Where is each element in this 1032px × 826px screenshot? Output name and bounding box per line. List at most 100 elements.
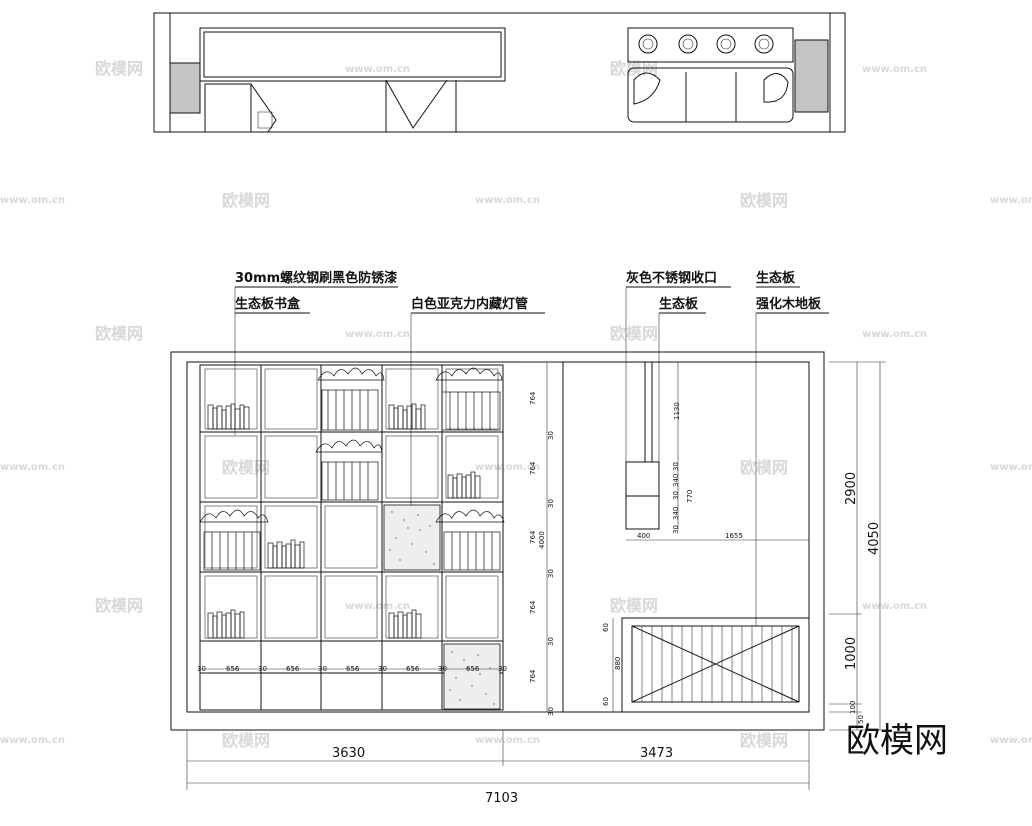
watermark-url: www.om.cn: [0, 462, 65, 473]
dim-row-height: 30: [547, 707, 555, 716]
dim-height-lower: 1000: [844, 637, 859, 670]
plan-doorway: [385, 80, 457, 133]
dim-box-width: 400: [637, 532, 650, 540]
watermark-brand: 欧模网: [740, 191, 788, 210]
plant: [315, 439, 383, 501]
dim-box-part: 30: [672, 525, 680, 534]
dim-cell-width: 30: [197, 665, 206, 673]
dim-cell-width: 656: [346, 665, 360, 673]
plan-cushion: [763, 73, 789, 103]
dim-cell-width: 656: [406, 665, 420, 673]
watermark-brand: 欧模网: [95, 59, 143, 78]
dim-cabinet-part: 880: [614, 657, 622, 670]
label-laminate-floor: 强化木地板: [756, 296, 822, 312]
watermark-url: www.om.cn: [345, 64, 410, 75]
label-eco-board-right: 生态板: [756, 270, 796, 286]
watermark-brand: 欧模网: [95, 324, 143, 343]
watermark-url: www.om.cn: [0, 195, 65, 206]
cabinet-slats: [641, 626, 793, 702]
dim-cabinet-part: 60: [602, 623, 610, 632]
dim-height-total: 4050: [867, 522, 882, 555]
acrylic-panel: [443, 643, 501, 710]
dim-cell-width: 30: [438, 665, 447, 673]
dim-row-height: 764: [529, 391, 537, 405]
low-cabinet: 60 880 60: [602, 617, 810, 713]
plan-column-right: [794, 39, 829, 113]
wall-outer: [170, 351, 825, 731]
dim-box-part: 30: [672, 462, 680, 471]
watermark-brand: 欧模网: [740, 458, 788, 477]
plan-sofa: [627, 67, 794, 123]
plan-cabinet: [204, 83, 252, 133]
watermark-brand: 欧模网: [610, 324, 658, 343]
bookshelf: [199, 364, 505, 711]
annotation-labels: 30mm螺纹钢刷黑色防锈漆 生态板书盒 白色亚克力内藏灯管 灰色不锈钢收口 生态…: [234, 270, 829, 626]
dim-row-height: 764: [529, 600, 537, 614]
plan-side-table: [627, 27, 794, 63]
dim-box-height: 1130: [673, 402, 681, 420]
speckle-pattern: [389, 511, 495, 705]
shelf-height-dims: 764 30 764 30 764 30 764 30 764 30 4000: [522, 361, 560, 716]
acrylic-panel: [383, 504, 441, 571]
plan-desk-inner: [203, 31, 502, 78]
dim-total-width: 7103: [485, 791, 518, 806]
dim-row-height: 30: [547, 637, 555, 646]
plant-pots: [199, 367, 505, 571]
dim-cell-width: 656: [286, 665, 300, 673]
bookshelf-frame: [199, 364, 504, 711]
dim-row-height: 764: [529, 461, 537, 475]
watermark-url: www.om.cn: [0, 735, 65, 746]
plan-plant-pots: [638, 34, 774, 54]
plant: [317, 367, 385, 431]
dim-height-upper: 2900: [844, 472, 859, 505]
books: [207, 403, 481, 639]
plant: [435, 367, 503, 431]
shelf-width-dims: 30 656 30 656 30 656 30 656 30 656 30: [197, 665, 507, 673]
watermark-url: www.om.cn: [862, 64, 927, 75]
brand-logo: 欧模网: [846, 721, 948, 761]
watermark-url: www.om.cn: [862, 329, 927, 340]
dim-height-small: 100: [849, 701, 857, 714]
plan-desk: [199, 27, 506, 82]
plan-outline: [153, 12, 846, 133]
dim-cell-width: 30: [498, 665, 507, 673]
watermark-brand: 欧模网: [222, 191, 270, 210]
label-eco-board-mid: 生态板: [659, 296, 699, 312]
plan-column-left: [169, 62, 201, 114]
watermark-url: www.om.cn: [475, 735, 540, 746]
watermark-url: www.om.cn: [475, 195, 540, 206]
watermark-brand: 欧模网: [95, 596, 143, 615]
dim-row-height: 30: [547, 499, 555, 508]
plan-door-swing: [385, 79, 448, 129]
cabinet-panel: [631, 625, 800, 703]
dim-box-offset: 1655: [725, 532, 743, 540]
watermark-url: www.om.cn: [862, 601, 927, 612]
watermark-url: www.om.cn: [475, 462, 540, 473]
watermark-url: www.om.cn: [345, 329, 410, 340]
plan-cushion: [633, 72, 661, 105]
plan-view: [153, 12, 846, 133]
dim-row-height: 30: [547, 431, 555, 440]
dim-cell-width: 30: [378, 665, 387, 673]
watermark-url: www.om.cn: [345, 601, 410, 612]
dim-cell-width: 656: [466, 665, 480, 673]
dim-box-part: 30: [672, 491, 680, 500]
dim-left-width: 3630: [332, 746, 365, 761]
dim-box-total: 770: [686, 490, 694, 503]
dim-row-height: 30: [547, 569, 555, 578]
label-bookcase: 生态板书盒: [235, 296, 301, 312]
watermark-brand: 欧模网: [222, 458, 270, 477]
dim-cell-width: 30: [318, 665, 327, 673]
watermark-url: www.om.cn: [990, 195, 1032, 206]
watermark-url: www.om.cn: [990, 735, 1032, 746]
label-acrylic: 白色亚克力内藏灯管: [411, 296, 528, 312]
dim-cell-width: 30: [258, 665, 267, 673]
bottom-width-dims: 3630 3473 7103: [186, 730, 810, 806]
watermark-url: www.om.cn: [990, 462, 1032, 473]
watermark-brand: 欧模网: [222, 731, 270, 750]
dim-row-height: 764: [529, 530, 537, 544]
dim-box-part: 340: [672, 474, 680, 487]
watermark-layer: 欧模网 www.om.cn 欧模网 www.om.cn www.om.cn 欧模…: [0, 59, 1032, 750]
dim-height-small: 50: [857, 715, 865, 724]
